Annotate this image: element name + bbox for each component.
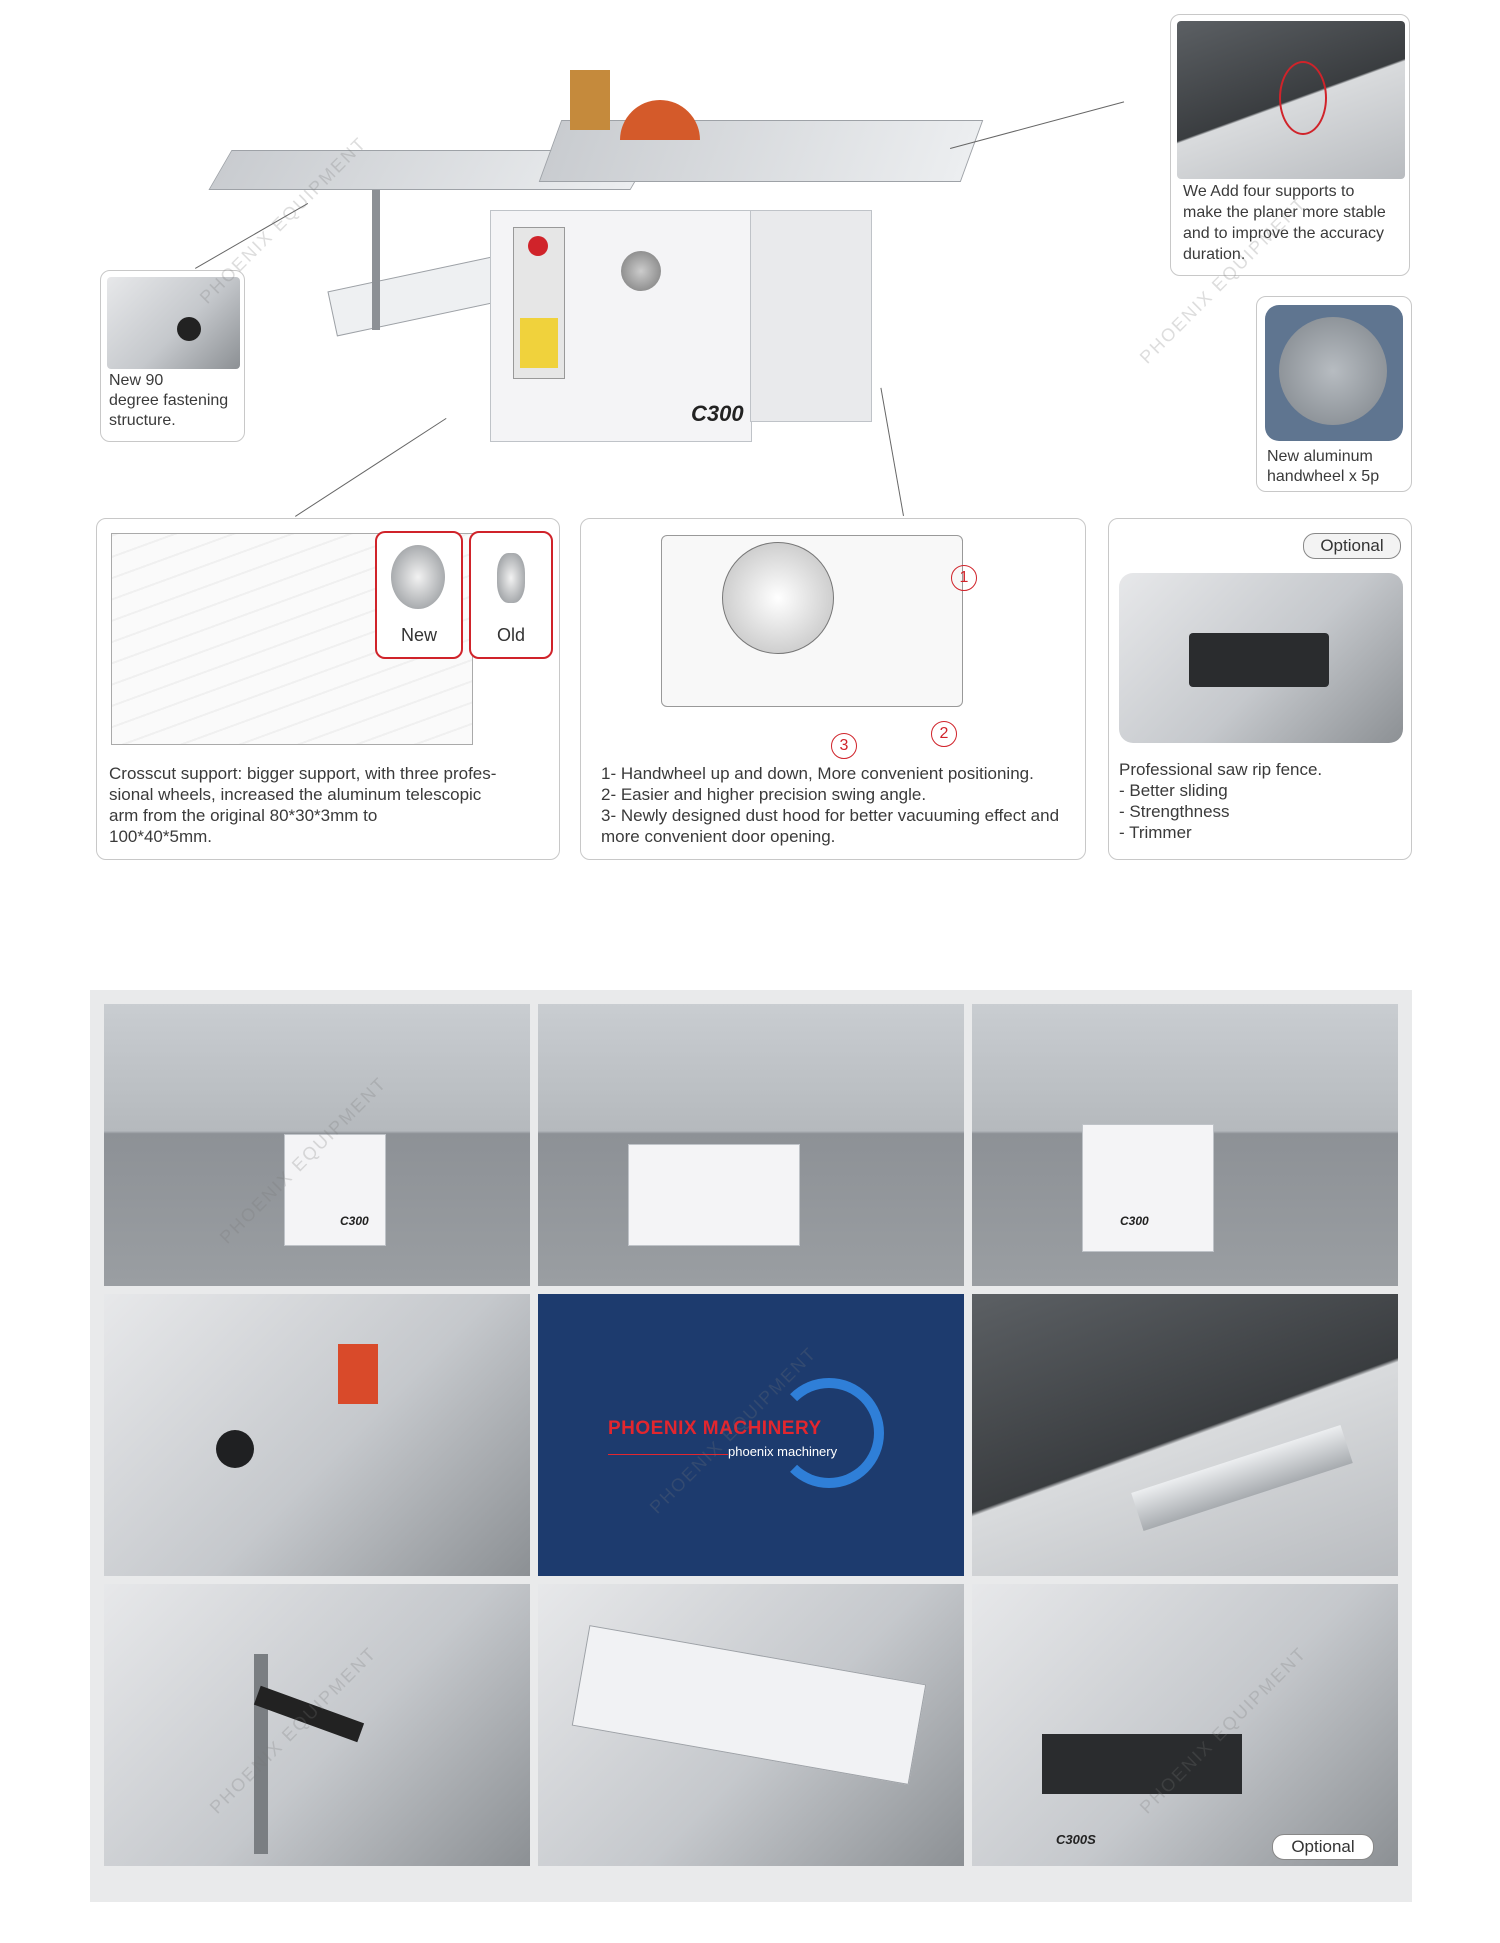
old-wheel-box: Old (469, 531, 553, 659)
callout-fastening: New 90 degree fastening structure. (100, 270, 245, 442)
machine-side (750, 210, 872, 422)
optional-badge: Optional (1303, 533, 1401, 559)
new-label: New (400, 625, 437, 645)
machine-cabinet (628, 1144, 800, 1246)
logo-divider (608, 1454, 728, 1455)
red-guard (338, 1344, 378, 1404)
new-wheel-box: New (375, 531, 463, 659)
aluminum-rail (1131, 1424, 1353, 1532)
dusthood-drawing (661, 535, 963, 707)
model-label: C300 (1120, 1214, 1149, 1228)
highlight-ring (1279, 61, 1327, 135)
knob-icon (216, 1430, 254, 1468)
gallery-photo-rip-fence: C300S Optional (972, 1584, 1398, 1866)
saw-blade-icon (620, 100, 700, 140)
wheel-icon (391, 545, 445, 609)
callout-handwheel: New aluminum handwheel x 5p (1256, 296, 1412, 492)
panel-ripfence: Optional Professional saw rip fence. - B… (1108, 518, 1412, 860)
logo-sub: phoenix machinery (728, 1444, 838, 1459)
knob-icon (177, 317, 201, 341)
wheel-icon (497, 553, 525, 603)
handwheel-caption: New aluminum handwheel x 5p (1267, 448, 1380, 485)
machine-cabinet (284, 1134, 386, 1246)
old-label: Old (496, 625, 525, 645)
gallery-logo-tile: PHOENIX MACHINERY phoenix machinery (538, 1294, 964, 1576)
callout-supports: We Add four supports to make the planer … (1170, 14, 1410, 276)
handwheel-icon (1279, 317, 1387, 425)
machine-cabinet: C300 (490, 210, 752, 442)
dusthood-caption: 1- Handwheel up and down, More convenien… (601, 764, 1060, 846)
logo-brand: PHOENIX MACHINERY (608, 1418, 822, 1439)
marker-2: 2 (931, 721, 957, 747)
optional-badge: Optional (1272, 1834, 1374, 1860)
gallery-photo-crosscut-arm (538, 1584, 964, 1866)
marker-1: 1 (951, 565, 977, 591)
saw-blade-icon (722, 542, 834, 654)
gallery-photo-side: C300 (972, 1004, 1398, 1286)
crosscut-arm (571, 1625, 927, 1785)
warning-label (520, 318, 558, 368)
gallery-photo-clamp (104, 1584, 530, 1866)
gallery-photo-angle (538, 1004, 964, 1286)
spindle-fence (570, 70, 610, 130)
handwheel-icon (621, 251, 661, 291)
fastening-caption: New 90 degree fastening structure. (109, 372, 229, 429)
gallery-photo-front: C300 (104, 1004, 530, 1286)
model-label: C300 (691, 401, 744, 426)
gear-logo-icon (774, 1378, 884, 1488)
model-label: C300 (340, 1214, 369, 1228)
model-label: C300S (1056, 1832, 1096, 1847)
support-leg (372, 190, 380, 330)
marker-3: 3 (831, 733, 857, 759)
ripfence-photo (1119, 573, 1403, 743)
gallery-photo-table-edge (972, 1294, 1398, 1576)
panel-crosscut: New Old Crosscut support: bigger support… (96, 518, 560, 860)
control-panel (513, 227, 565, 379)
crosscut-caption: Crosscut support: bigger support, with t… (109, 764, 497, 846)
gallery-photo-fence-closeup (104, 1294, 530, 1576)
machine-cabinet (1082, 1124, 1214, 1252)
hero-machine-illustration: C300 (100, 20, 1120, 520)
fastening-photo (107, 277, 240, 369)
ripfence-caption: Professional saw rip fence. - Better sli… (1119, 760, 1323, 842)
emergency-stop-icon (528, 236, 548, 256)
supports-caption: We Add four supports to make the planer … (1183, 183, 1386, 263)
panel-dusthood: 1 2 3 1- Handwheel up and down, More con… (580, 518, 1086, 860)
handwheel-photo (1265, 305, 1403, 441)
supports-photo (1177, 21, 1405, 179)
rip-fence (1042, 1734, 1242, 1794)
fence-block (1189, 633, 1329, 687)
